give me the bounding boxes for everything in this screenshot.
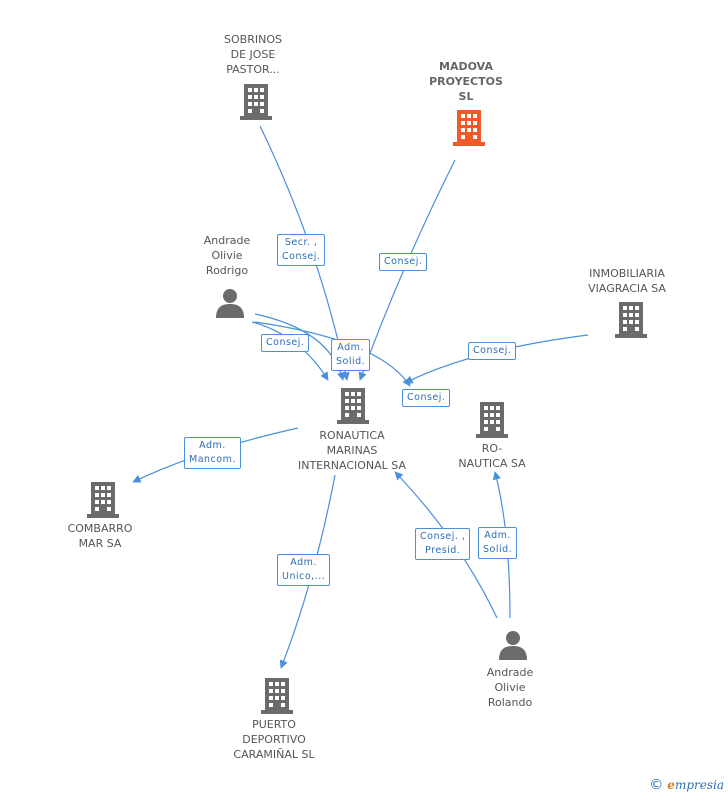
edge-label-inmobiliaria-ronautica[interactable]: Consej. [468,342,517,360]
building-icon [615,302,647,338]
node-label-combarro[interactable]: COMBARRO MAR SA [67,522,133,550]
building-icon [337,388,369,424]
empresia-logo-e: e [667,778,675,792]
node-label-andrade-rodrigo[interactable]: Andrade Olivie Rodrigo [203,234,251,277]
node-label-ro-nautica[interactable]: RO- NAUTICA SA [458,442,526,470]
building-icon [476,402,508,438]
copyright-icon: © [649,777,664,793]
edge-label-rodrigo-ronautica-consej[interactable]: Consej. [261,334,310,352]
node-label-sobrinos[interactable]: SOBRINOS DE JOSE PASTOR... [224,33,282,76]
node-label-puerto[interactable]: PUERTO DEPORTIVO CARAMIÑAL SL [233,718,315,761]
edge-label-sobrinos-ronautica[interactable]: Secr. , Consej. [277,234,326,266]
node-label-inmobiliaria[interactable]: INMOBILIARIA VIAGRACIA SA [588,267,666,295]
edge-label-madova-ronautica[interactable]: Consej. [379,253,428,271]
edge-label-rolando-ronautica[interactable]: Consej. , Presid. [415,528,471,560]
node-label-ronautica[interactable]: RONAUTICA MARINAS INTERNACIONAL SA [297,429,407,472]
node-label-madova[interactable]: MADOVA PROYECTOS SL [429,60,503,103]
empresia-logo-text: mpresia [674,778,724,792]
edge-label-rodrigo-ronautica-consej2[interactable]: Consej. [402,389,451,407]
building-icon [87,482,119,518]
edge-label-rolando-ro-nautica[interactable]: Adm. Solid. [478,527,518,559]
empresia-footer[interactable]: ©empresia [649,777,724,793]
building-icon [240,84,272,120]
person-icon [216,289,244,318]
building-icon [453,110,485,146]
edge-label-ronautica-puerto[interactable]: Adm. Unico,... [277,554,331,586]
person-icon [499,631,527,660]
edge-label-rodrigo-ronautica-adm[interactable]: Adm. Solid. [331,339,371,371]
building-icon [261,678,293,714]
edge-label-ronautica-combarro[interactable]: Adm. Mancom. [184,437,241,469]
node-label-andrade-rolando[interactable]: Andrade Olivie Rolando [486,666,534,709]
